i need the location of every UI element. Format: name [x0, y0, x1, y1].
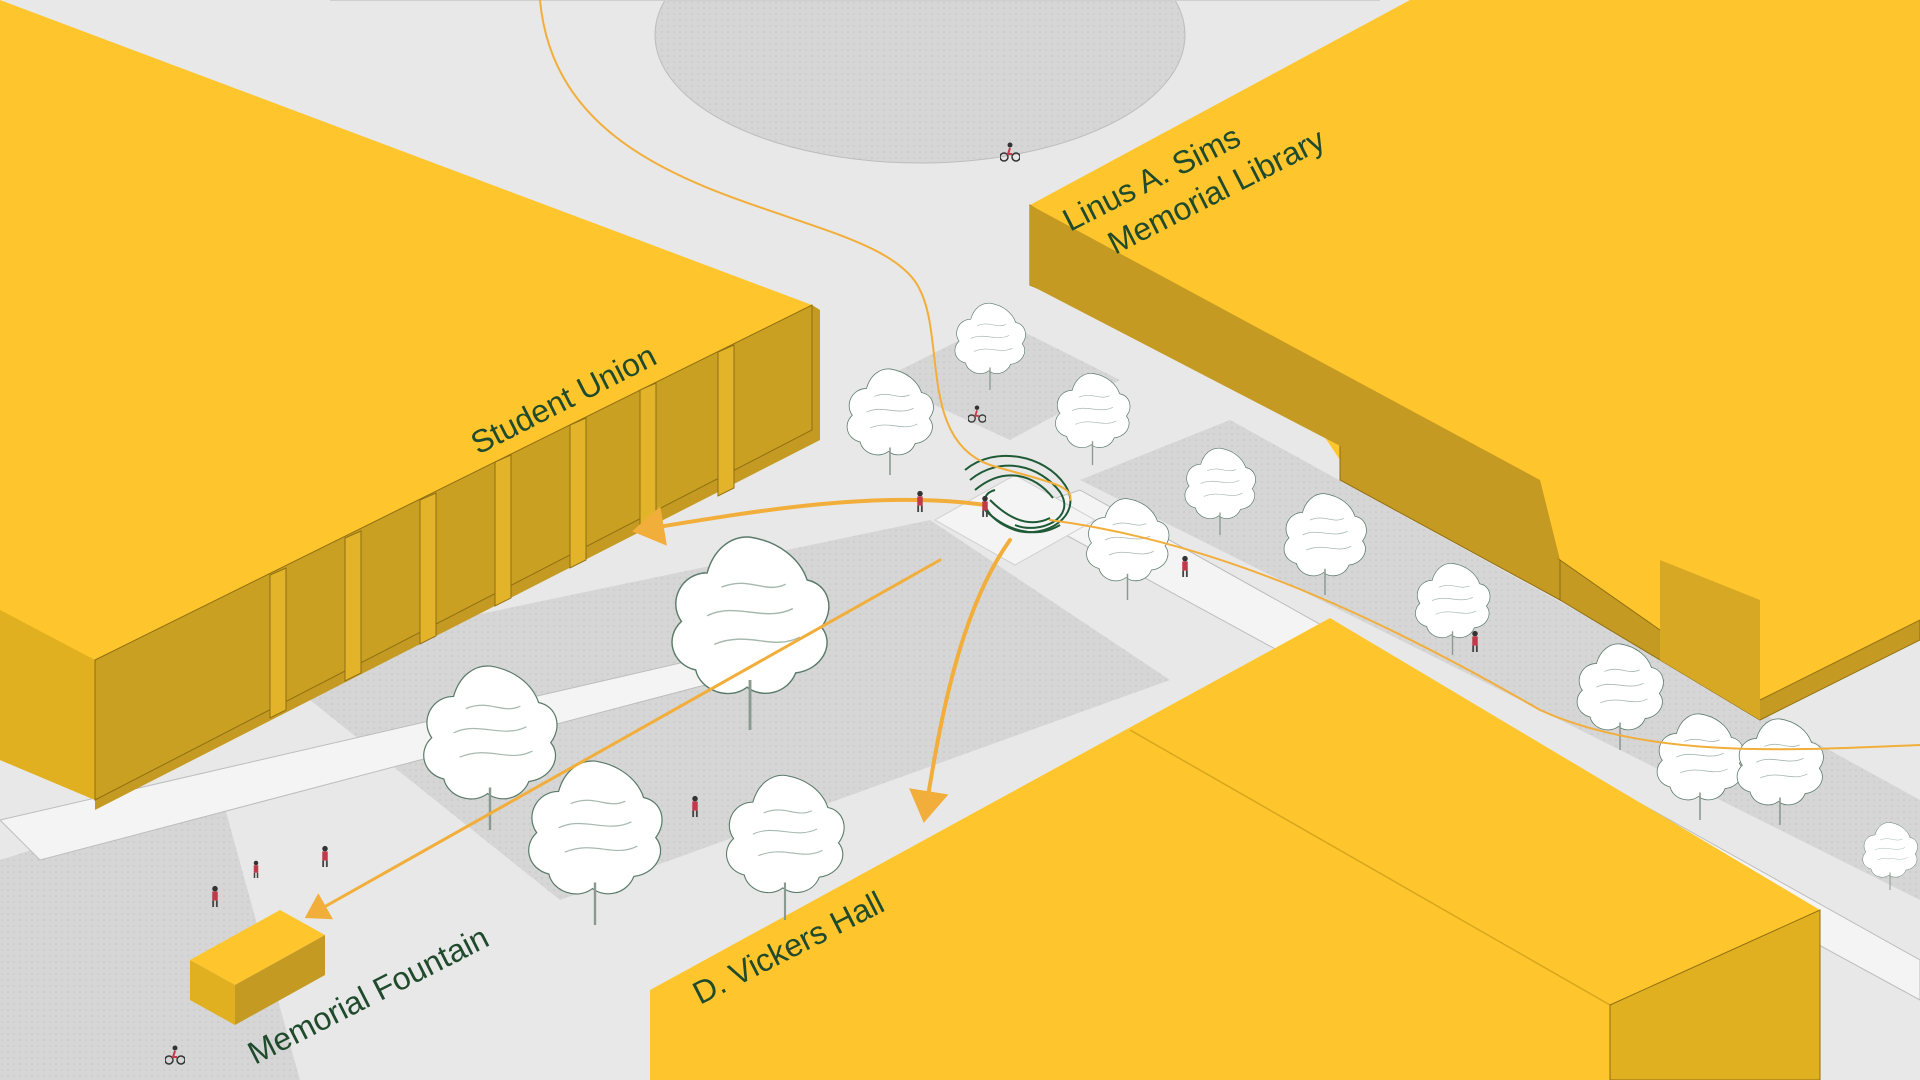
route-to-fountain [304, 558, 942, 920]
building-library [1029, 0, 1920, 721]
route-from-north [539, 0, 1072, 501]
route-to-student-union [632, 497, 987, 546]
circulation-routes [304, 0, 1920, 920]
route-to-vickers-hall [908, 538, 1012, 823]
roundabout-lawn [654, 0, 1186, 164]
building-vickers-hall [650, 618, 1821, 1080]
plaza-paving-center [260, 520, 1170, 900]
building-student-union [0, 0, 820, 810]
building-memorial-fountain [190, 910, 325, 1025]
route-to-east [1049, 519, 1920, 751]
